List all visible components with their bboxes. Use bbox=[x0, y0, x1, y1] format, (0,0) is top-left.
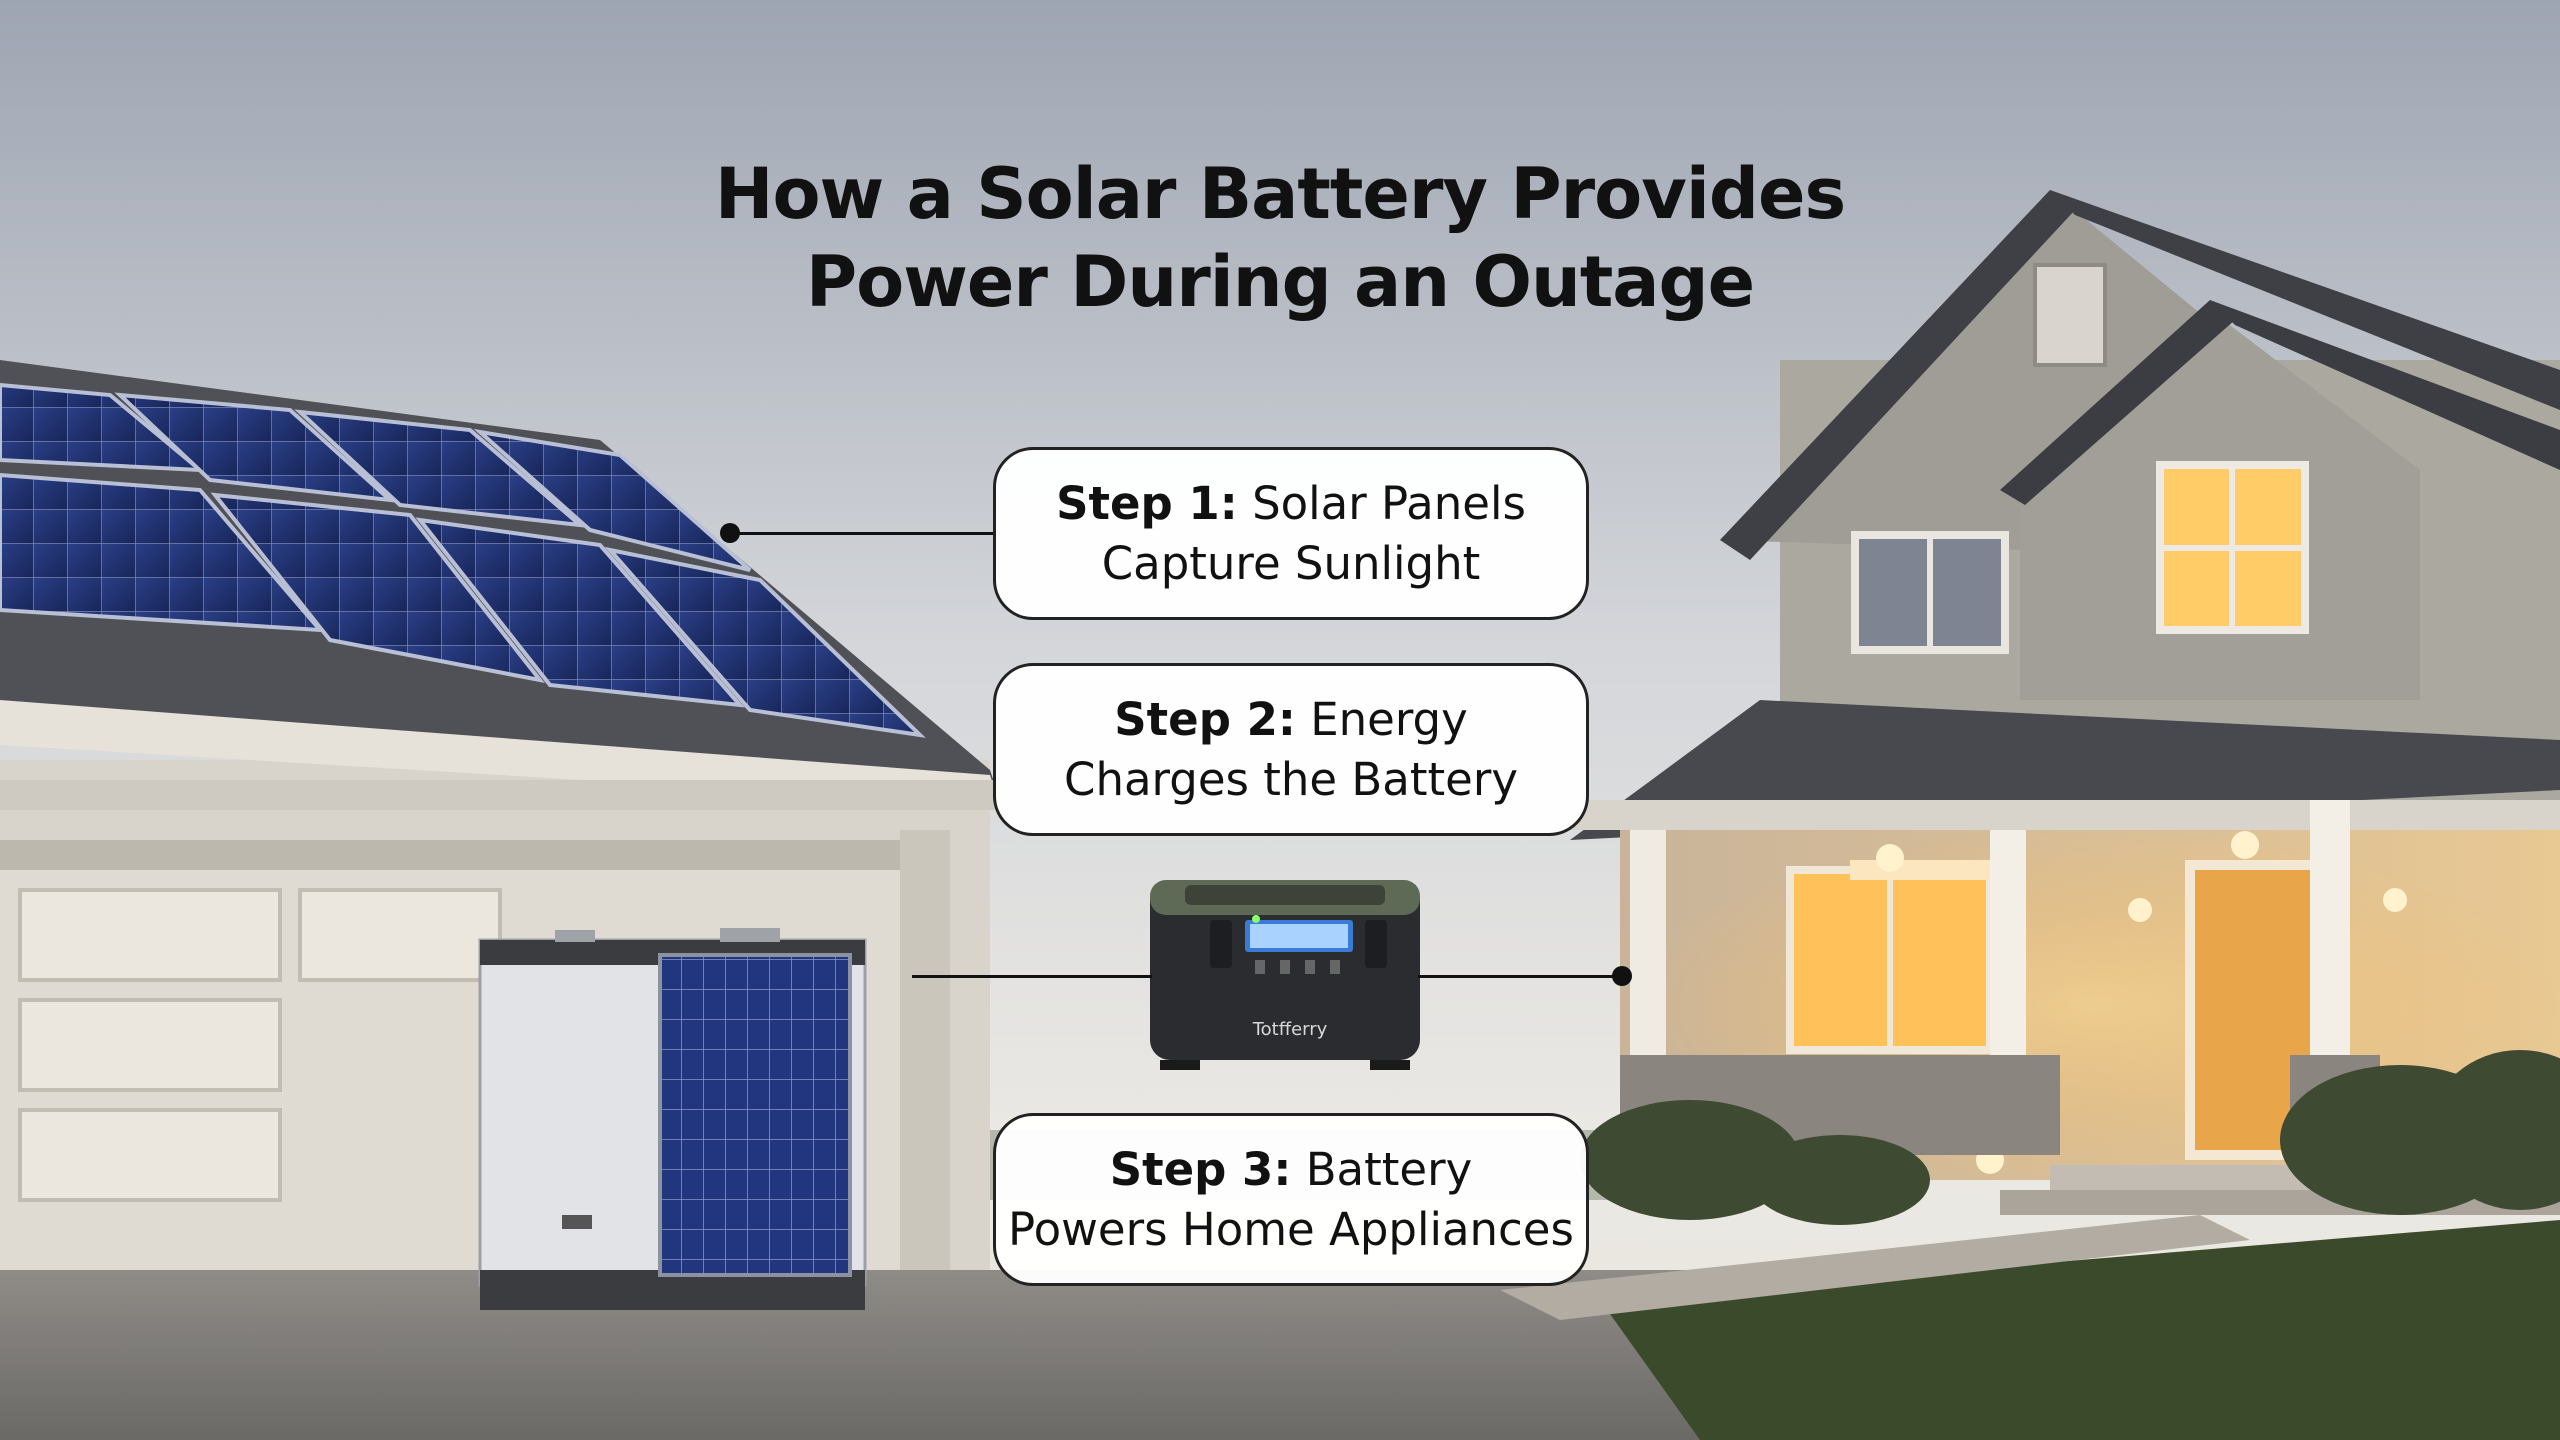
step-2-box: Step 2: Energy Charges the Battery bbox=[993, 663, 1589, 836]
step-1-label: Step 1: bbox=[1056, 476, 1238, 530]
step-1-text-line-1: Solar Panels bbox=[1252, 476, 1526, 530]
title-line-2: Power During an Outage bbox=[805, 241, 1755, 323]
step-1-box: Step 1: Solar Panels Capture Sunlight bbox=[993, 447, 1589, 620]
step-2-text-line-2: Charges the Battery bbox=[1064, 752, 1518, 806]
step-2-label: Step 2: bbox=[1114, 692, 1296, 746]
power-station-brand: Totfferry bbox=[1252, 1019, 1328, 1040]
step-1-text-line-2: Capture Sunlight bbox=[1101, 536, 1481, 590]
lawn bbox=[1600, 1220, 2560, 1440]
connector-line-cabinet bbox=[912, 975, 1152, 978]
step-2-text-line-1: Energy bbox=[1310, 692, 1468, 746]
portable-power-station bbox=[1150, 880, 1420, 1070]
title-line-1: How a Solar Battery Provides bbox=[714, 153, 1846, 235]
step-3-text-line-2: Powers Home Appliances bbox=[1008, 1202, 1574, 1256]
connector-line-step-1 bbox=[730, 532, 995, 535]
battery-cabinet bbox=[478, 928, 867, 1310]
page-title: How a Solar Battery Provides Power Durin… bbox=[0, 150, 2560, 326]
connector-line-house bbox=[1418, 975, 1618, 978]
shrubs bbox=[1580, 1050, 2560, 1225]
connector-dot-house bbox=[1612, 966, 1632, 986]
roof-solar-panels bbox=[0, 382, 926, 738]
step-3-box: Step 3: Battery Powers Home Appliances bbox=[993, 1113, 1589, 1286]
step-3-text-line-1: Battery bbox=[1305, 1142, 1473, 1196]
step-3-label: Step 3: bbox=[1109, 1142, 1292, 1196]
